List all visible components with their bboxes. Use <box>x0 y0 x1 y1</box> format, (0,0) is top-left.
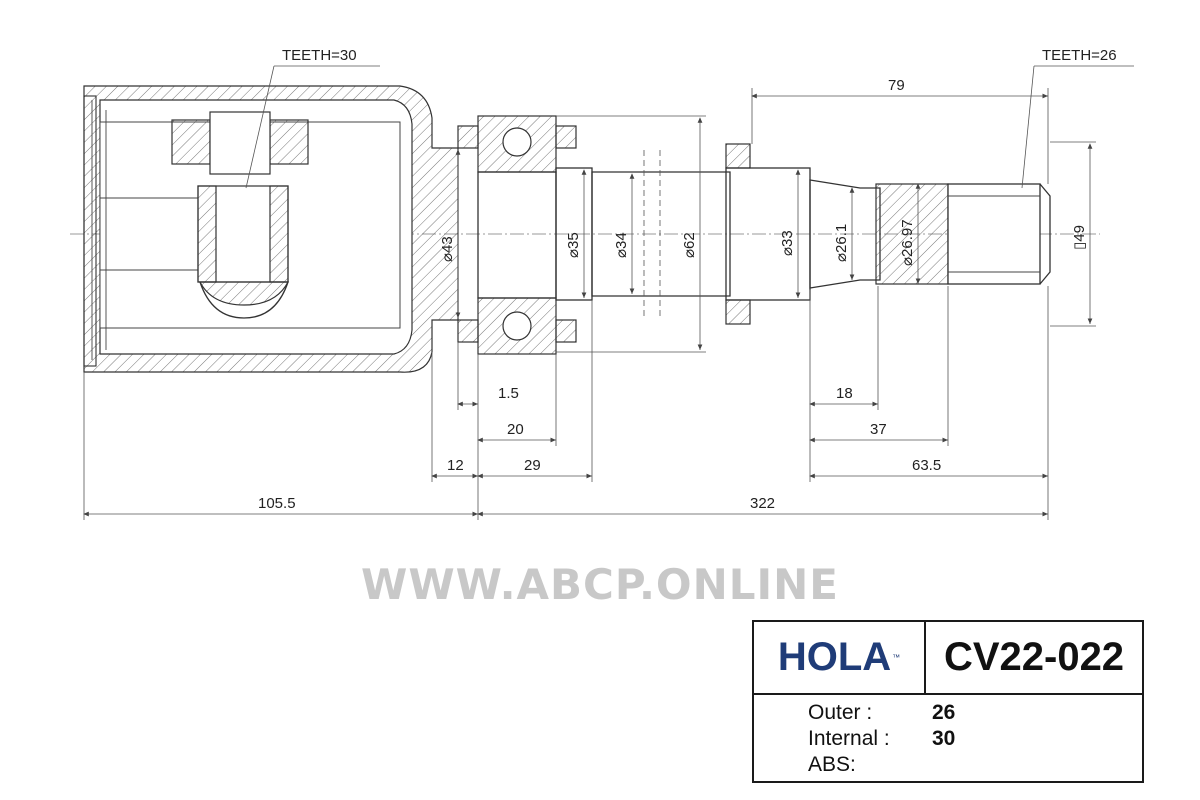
trademark-mark: ™ <box>892 653 901 662</box>
dia-34-label: ⌀34 <box>613 232 630 258</box>
spec-label: Internal : <box>808 727 890 750</box>
callout-teeth-outer: TEETH=26 <box>1021 47 1134 189</box>
spec-label: Outer : <box>808 701 873 724</box>
spec-header: HOLA ™ CV22-022 <box>754 622 1142 695</box>
dim-322-label: 322 <box>750 495 775 512</box>
dim-20-label: 20 <box>507 421 524 438</box>
dia-62-label: ⌀62 <box>681 232 698 258</box>
technical-drawing: TEETH=30 TEETH=26 79 ⌀43 ⌀35 ⌀34 ⌀62 ⌀33… <box>70 47 1134 520</box>
dim-1-5-label: 1.5 <box>498 385 519 402</box>
dim-18-label: 18 <box>836 385 853 402</box>
dia-35-label: ⌀35 <box>565 232 582 258</box>
part-number: CV22-022 <box>943 635 1125 679</box>
dimension-79: 79 <box>751 77 1049 184</box>
brand-logo: HOLA ™ <box>754 622 926 693</box>
dim-79-label: 79 <box>888 77 905 94</box>
spec-value: 26 <box>932 701 956 724</box>
diameter-dimensions: ⌀43 ⌀35 ⌀34 ⌀62 ⌀33 ⌀26.1 ⌀26.97 ▯49 <box>439 115 1096 353</box>
dia-26-97-label: ⌀26.97 <box>899 219 916 266</box>
shaft <box>555 143 1051 325</box>
spec-row-outer: Outer : 26 <box>808 700 955 726</box>
dim-12-label: 12 <box>447 457 464 474</box>
dia-26-1-label: ⌀26.1 <box>833 224 850 262</box>
sq-49-label: ▯49 <box>1071 225 1088 250</box>
dia-33-label: ⌀33 <box>779 230 796 256</box>
dim-105-5-label: 105.5 <box>258 495 296 512</box>
teeth-internal-label: TEETH=30 <box>282 47 357 64</box>
dim-37-label: 37 <box>870 421 887 438</box>
length-dimensions: 1.5 20 12 29 105.5 322 18 37 63.5 <box>83 286 1049 520</box>
callout-teeth-internal: TEETH=30 <box>245 47 380 189</box>
spec-table: HOLA ™ CV22-022 Outer : 26 Internal : 30… <box>752 620 1144 783</box>
spec-value: 30 <box>932 727 956 750</box>
spec-row-abs: ABS: <box>808 752 955 778</box>
spec-row-internal: Internal : 30 <box>808 726 955 752</box>
dia-43-label: ⌀43 <box>439 236 456 262</box>
dim-29-label: 29 <box>524 457 541 474</box>
spec-label: ABS: <box>808 753 856 776</box>
watermark: WWW.ABCP.ONLINE <box>361 560 839 609</box>
inner-joint-housing <box>83 85 459 373</box>
teeth-outer-label: TEETH=26 <box>1042 47 1117 64</box>
brand-name: HOLA <box>777 635 892 679</box>
dim-63-5-label: 63.5 <box>912 457 941 474</box>
bearing <box>457 115 577 355</box>
spec-rows: Outer : 26 Internal : 30 ABS: <box>808 700 955 778</box>
